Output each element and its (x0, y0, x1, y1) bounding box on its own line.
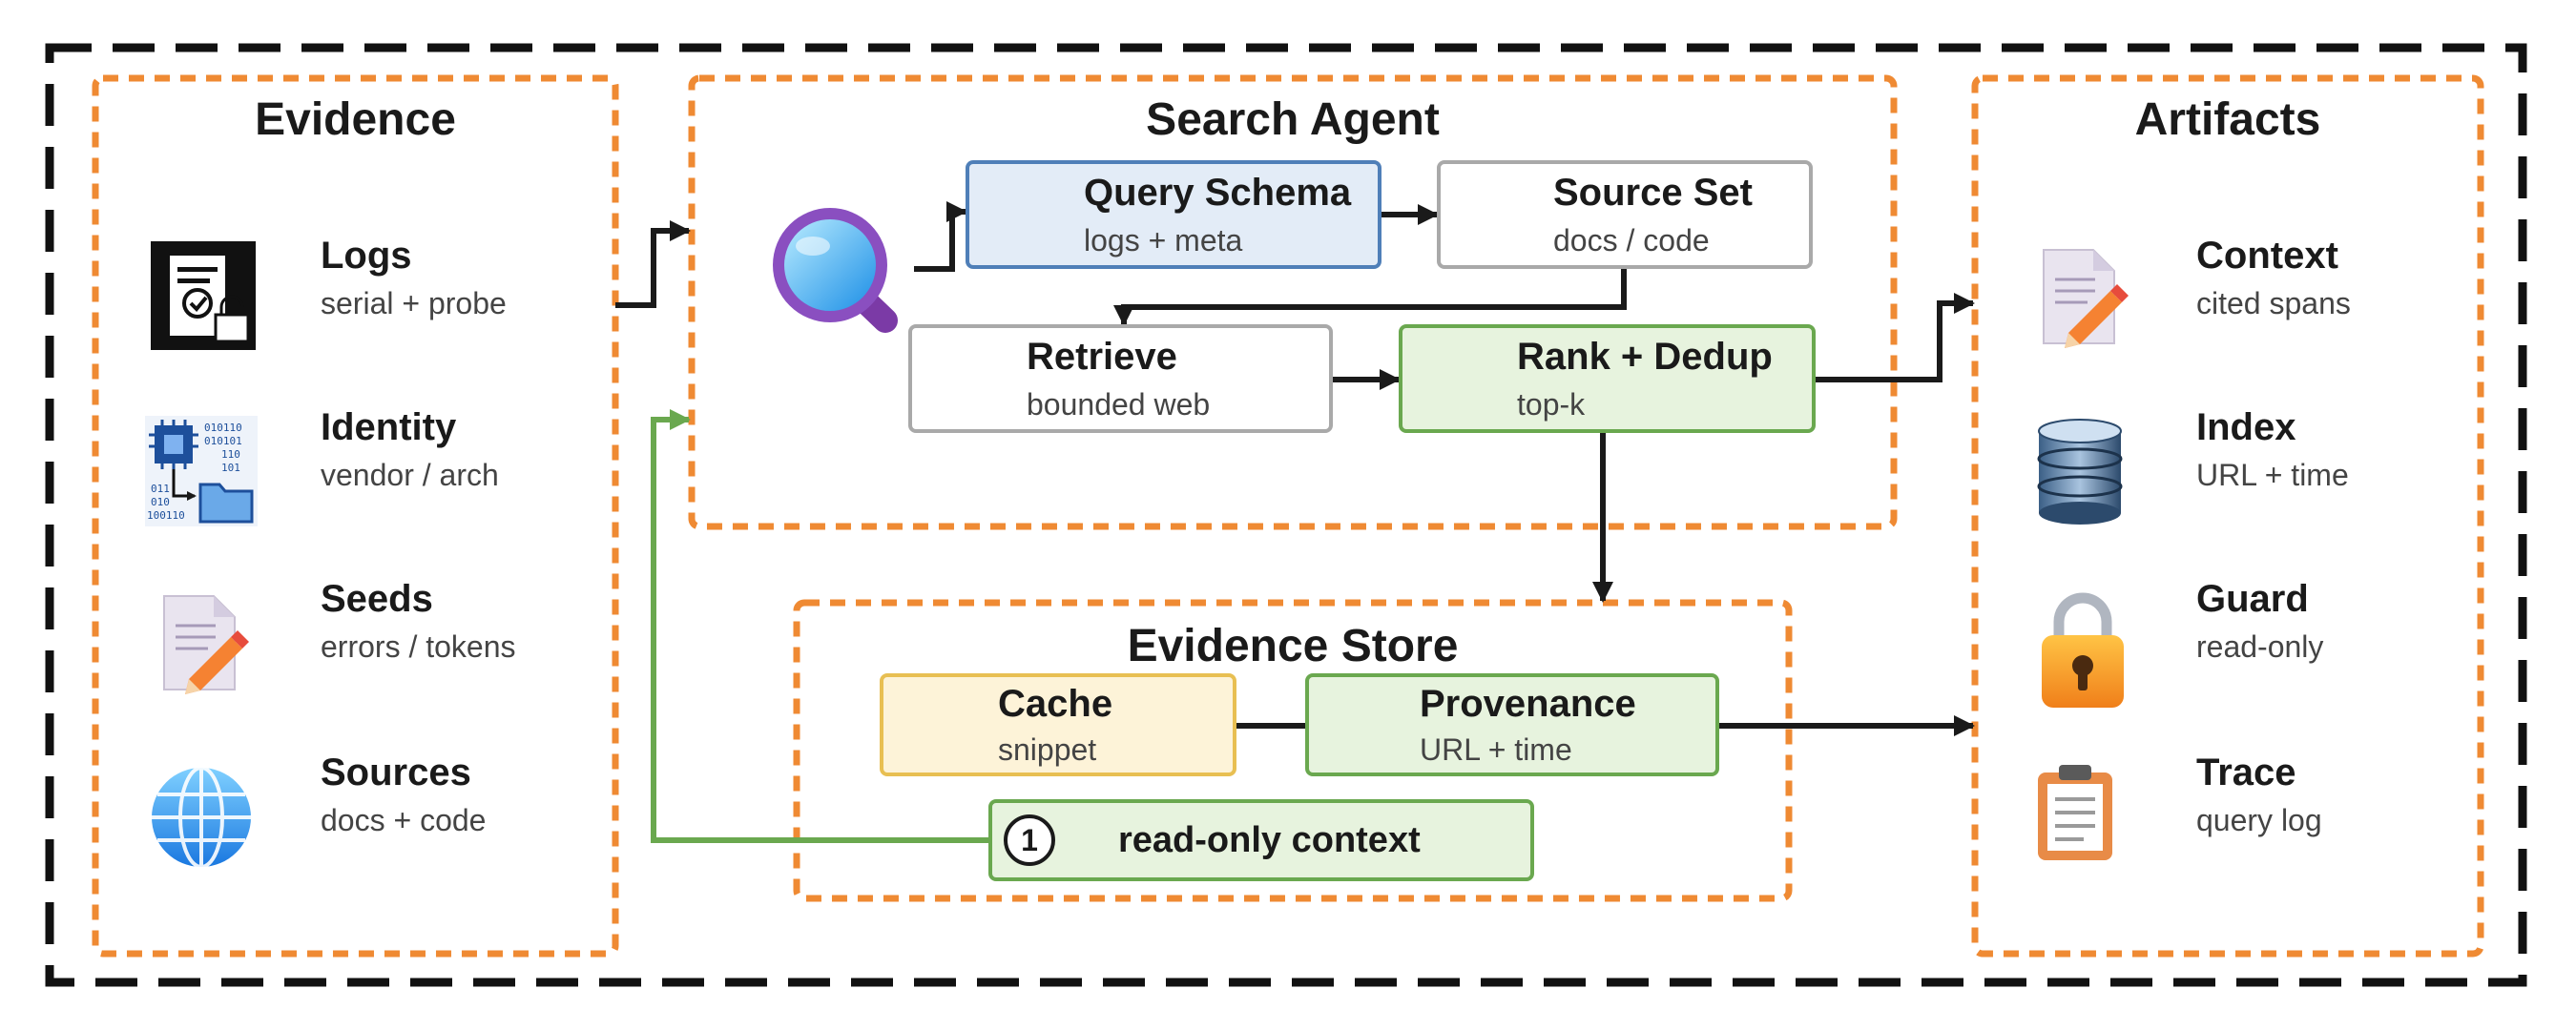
magnifier-icon (773, 208, 898, 333)
arrow-source-to-retrieve (1113, 269, 1627, 326)
box-title: Retrieve (1027, 336, 1177, 378)
document-pencil-icon (2043, 249, 2129, 348)
box-title: Rank + Dedup (1517, 336, 1773, 378)
item-subtitle: query log (2196, 803, 2322, 837)
item-subtitle: docs + code (321, 803, 487, 837)
svg-text:010101: 010101 (204, 435, 242, 447)
item-title: Trace (2196, 752, 2296, 793)
retrieve-box: Retrieve bounded web (908, 324, 1333, 433)
svg-text:010110: 010110 (204, 422, 242, 434)
chip-binary-folder-icon: 010110 010101 110 101 011 010 100110 (145, 416, 258, 526)
item-subtitle: serial + probe (321, 286, 507, 320)
outer-frame (45, 43, 2527, 987)
item-title: Guard (2196, 578, 2309, 620)
box-title: Cache (998, 683, 1113, 725)
query-schema-box: Query Schema logs + meta (966, 160, 1381, 269)
item-subtitle: cited spans (2196, 286, 2351, 320)
item-title: Seeds (321, 578, 433, 620)
item-subtitle: vendor / arch (321, 458, 499, 492)
database-icon (2037, 419, 2123, 525)
box-subtitle: snippet (998, 732, 1097, 767)
item-title: Logs (321, 235, 412, 277)
artifacts-panel-title: Artifacts (2134, 94, 2321, 145)
item-title: Sources (321, 752, 471, 793)
padlock-icon (2042, 592, 2124, 708)
item-subtitle: errors / tokens (321, 629, 516, 664)
box-subtitle: top-k (1517, 387, 1586, 422)
arrow-lens-to-query (914, 201, 967, 272)
clipboard-icon (2038, 765, 2112, 860)
feedback-arrow-context-to-agent (651, 409, 988, 843)
svg-text:101: 101 (221, 462, 240, 474)
search-agent-panel-frame (688, 74, 1898, 530)
evidence-panel-title: Evidence (255, 94, 456, 145)
globe-icon (152, 766, 251, 869)
box-title: Query Schema (1084, 172, 1352, 214)
arrow-rank-to-artifacts (1816, 293, 1975, 382)
box-subtitle: logs + meta (1084, 223, 1243, 258)
box-title: Provenance (1420, 683, 1636, 725)
svg-text:010: 010 (151, 496, 170, 508)
box-subtitle: URL + time (1420, 732, 1572, 767)
rank-dedup-box: Rank + Dedup top-k (1399, 324, 1816, 433)
item-subtitle: URL + time (2196, 458, 2349, 492)
item-title: Context (2196, 235, 2338, 277)
svg-text:100110: 100110 (147, 509, 185, 522)
artifacts-panel-frame (1971, 74, 2484, 958)
source-set-box: Source Set docs / code (1437, 160, 1813, 269)
box-title: Source Set (1553, 172, 1753, 214)
read-only-context-box: 1 read-only context (988, 799, 1534, 881)
item-title: Identity (321, 406, 457, 448)
box-label: read-only context (1118, 820, 1421, 860)
step-number-badge: 1 (1004, 814, 1055, 866)
item-subtitle: read-only (2196, 629, 2324, 664)
document-pencil-icon (163, 595, 249, 694)
box-subtitle: docs / code (1553, 223, 1710, 258)
evidence-store-panel-frame (793, 599, 1793, 902)
svg-text:110: 110 (221, 448, 240, 461)
evidence-store-panel-title: Evidence Store (1127, 621, 1459, 671)
cache-box: Cache snippet (880, 673, 1236, 776)
item-title: Index (2196, 406, 2296, 448)
log-certificate-icon (151, 241, 256, 350)
search-agent-panel-title: Search Agent (1146, 94, 1440, 145)
arrow-evidence-to-agent (615, 220, 691, 308)
box-subtitle: bounded web (1027, 387, 1211, 422)
svg-text:011: 011 (151, 483, 170, 495)
provenance-box: Provenance URL + time (1305, 673, 1719, 776)
